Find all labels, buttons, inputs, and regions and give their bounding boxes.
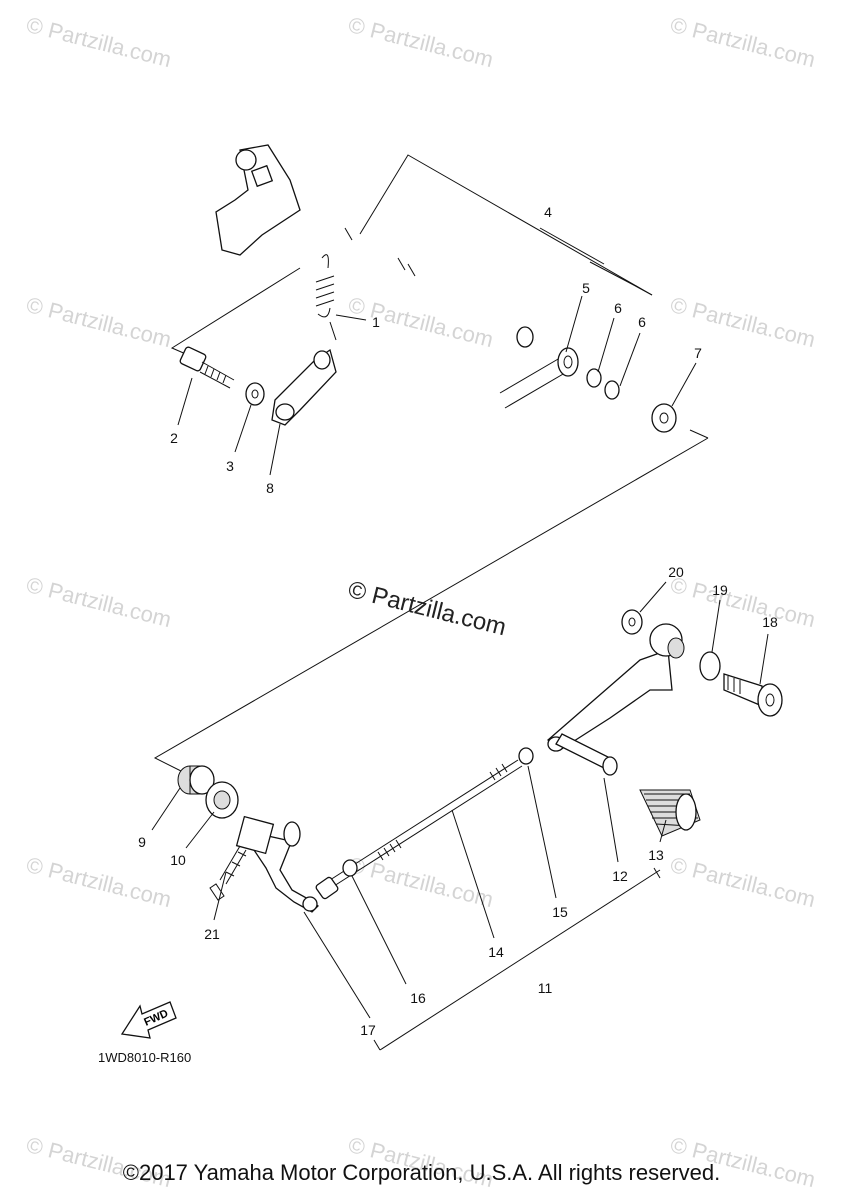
bolt-2 [179, 346, 235, 389]
seal-5 [499, 347, 579, 409]
washer-3 [245, 382, 265, 406]
callout-2: 2 [170, 430, 178, 446]
callout-13: 13 [648, 847, 664, 863]
callout-6a: 6 [614, 300, 622, 316]
callout-18: 18 [762, 614, 778, 630]
shift-arm [235, 815, 319, 913]
callout-14: 14 [488, 944, 504, 960]
washer-19 [699, 651, 721, 681]
callout-21: 21 [204, 926, 220, 942]
callout-leaders [151, 295, 769, 1019]
callout-6b: 6 [638, 314, 646, 330]
callout-3: 3 [226, 458, 234, 474]
bearing-9 [177, 765, 215, 795]
callout-10: 10 [170, 852, 186, 868]
callout-4: 4 [544, 204, 552, 220]
callout-5: 5 [582, 280, 590, 296]
stopper-lever [271, 348, 337, 426]
pivot-bolt-18 [723, 673, 783, 717]
washer-7-hole [659, 412, 669, 424]
shift-rod [329, 759, 523, 887]
return-spring [315, 254, 337, 341]
nut-15 [518, 747, 534, 765]
shift-shaft [215, 144, 539, 348]
callout-19: 19 [712, 582, 728, 598]
callout-1: 1 [372, 314, 380, 330]
callout-11: 11 [537, 980, 553, 996]
nut-16 [342, 859, 358, 877]
callout-16: 16 [410, 990, 426, 1006]
bolt-21 [209, 845, 247, 901]
callout-9: 9 [138, 834, 146, 850]
washer-7 [651, 403, 677, 433]
circlip-6a [586, 368, 602, 388]
washer-20 [621, 609, 643, 635]
callout-17: 17 [360, 1022, 376, 1038]
seal-10 [205, 781, 239, 819]
callout-15: 15 [552, 904, 568, 920]
diagram-code: 1WD8010-R160 [98, 1050, 192, 1065]
washer-20-hole [628, 617, 636, 627]
fwd-arrow-icon [120, 1001, 177, 1039]
rod-joint [315, 876, 339, 900]
callout-7: 7 [694, 345, 702, 361]
copyright: ©2017 Yamaha Motor Corporation, U.S.A. A… [122, 1160, 721, 1185]
callout-20: 20 [668, 564, 684, 580]
shift-pedal [546, 623, 685, 776]
circlip-6b [604, 380, 620, 400]
pedal-rubber [639, 789, 701, 837]
washer-3-hole [251, 389, 259, 399]
callout-12: 12 [612, 868, 628, 884]
callout-8: 8 [266, 480, 274, 496]
